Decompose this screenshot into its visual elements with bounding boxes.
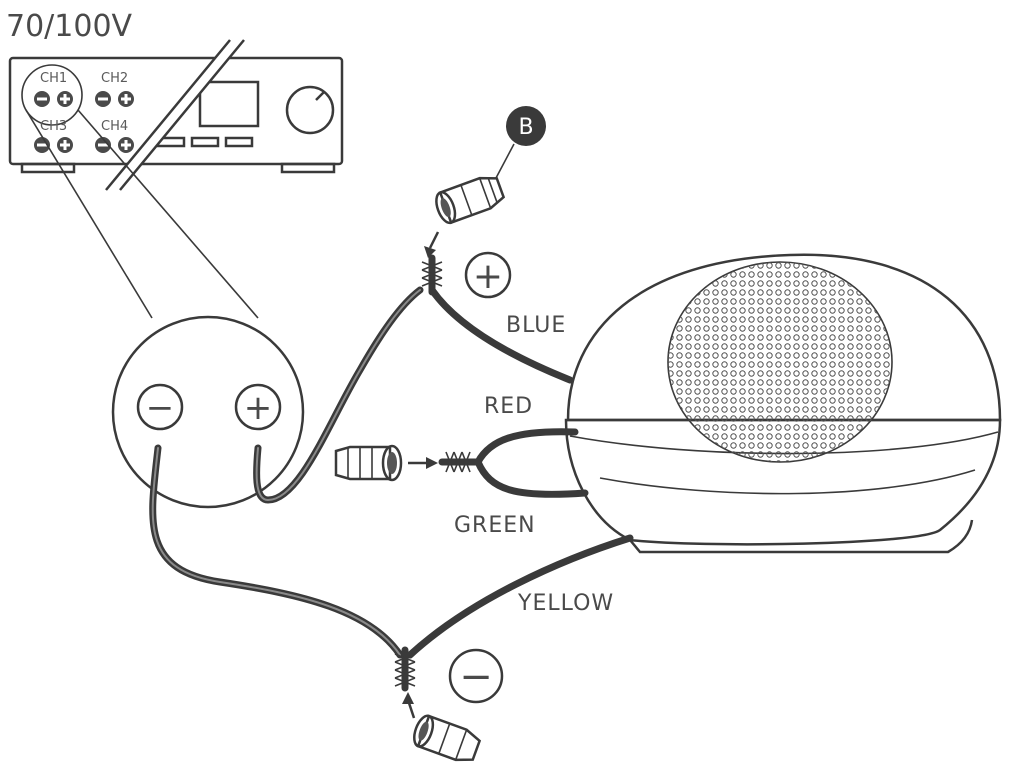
marker-b-badge	[506, 106, 546, 146]
positive-polarity-symbol	[464, 251, 512, 299]
arrow-top-head	[424, 246, 436, 258]
wire-label-green: GREEN	[454, 513, 536, 538]
wire-nut-top	[435, 176, 506, 225]
volume-knob	[285, 85, 335, 135]
speaker-dome	[566, 253, 1002, 422]
yellow-wire	[406, 534, 634, 659]
red-wire	[474, 428, 579, 466]
callout-line-left	[25, 109, 153, 319]
negative-polarity-text: −	[459, 654, 493, 700]
positive-polarity-text: +	[473, 256, 503, 297]
amplifier-button-2	[190, 136, 220, 148]
arrow-top-shaft	[428, 231, 440, 249]
channel-label-ch4: CH4	[101, 119, 128, 134]
amplifier: CH1 CH2 CH3 CH4	[8, 39, 344, 191]
ch1-highlight-circle	[21, 64, 83, 126]
wire-label-yellow: YELLOW	[517, 591, 614, 616]
twist-junction-top	[421, 254, 443, 296]
green-wire	[474, 458, 589, 498]
amplifier-button-3	[224, 136, 254, 148]
wire-nut-middle	[334, 444, 403, 482]
speaker-seam-line-2	[599, 469, 976, 495]
wire-nut-bottom	[413, 714, 482, 762]
magnified-plus-terminal	[234, 383, 282, 431]
speaker-grille	[668, 262, 892, 462]
volume-knob-indicator	[315, 91, 325, 101]
voltage-title: 70/100V	[6, 9, 133, 44]
arrow-middle-head	[426, 457, 438, 469]
magnified-plus-symbol: +	[244, 388, 273, 428]
amplifier-body	[8, 56, 344, 166]
magnified-minus-terminal	[136, 383, 184, 431]
magnified-terminal-circle	[111, 315, 305, 509]
negative-polarity-symbol	[448, 648, 504, 704]
magnified-terminals: − +	[111, 315, 305, 509]
magnified-minus-symbol: −	[146, 388, 175, 428]
marker-b-leader	[495, 143, 515, 179]
wires	[149, 286, 634, 659]
amplifier-foot-left	[20, 162, 76, 174]
wire-label-blue: BLUE	[506, 313, 566, 338]
channel-label-ch1: CH1	[40, 71, 67, 86]
twist-junction-bottom	[394, 646, 416, 692]
amplifier-foot-right	[280, 162, 336, 174]
cutaway-slash	[105, 39, 245, 191]
twist-junction-middle	[438, 451, 482, 473]
wire-label-red: RED	[484, 394, 533, 419]
speaker-foot	[629, 519, 974, 554]
channel-label-ch3: CH3	[40, 119, 67, 134]
channel-label-ch2: CH2	[101, 71, 128, 86]
speaker	[564, 253, 1002, 554]
arrow-bottom-head	[402, 692, 414, 704]
speaker-base	[564, 418, 1002, 546]
blue-wire	[428, 286, 574, 384]
amplifier-display	[198, 80, 260, 128]
marker-b-label: B	[518, 115, 533, 140]
amplifier-terminals	[34, 91, 134, 153]
callout-line-right	[77, 109, 259, 319]
